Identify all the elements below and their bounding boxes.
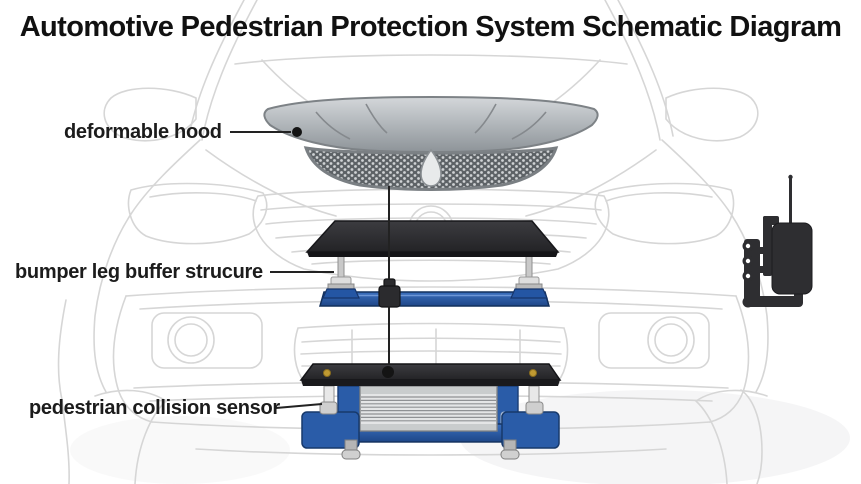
left-buffer-mount: [322, 276, 360, 299]
gold-screw-right: [529, 369, 537, 377]
ecu-control-unit: [742, 174, 813, 308]
left-strut: [319, 385, 338, 415]
bottom-bolts: [341, 439, 520, 460]
hood-panel: [263, 95, 599, 153]
brand-emblem: [420, 148, 442, 187]
label-pedestrian-collision-sensor: pedestrian collision sensor: [29, 397, 280, 419]
label-deformable-hood: deformable hood: [64, 121, 222, 143]
radiator-core: [359, 385, 498, 432]
sensor-leader-line: [275, 403, 323, 409]
left-foglamp-outline: [151, 312, 263, 369]
left-headlight-outline: [127, 182, 268, 245]
hood-pointer-dot: [292, 127, 302, 137]
bumper-opening-outline: [293, 322, 569, 385]
center-sensor-unit: [378, 278, 401, 308]
right-mirror-outline: [665, 87, 759, 142]
bumper-leg-buffer-assembly: [305, 220, 560, 308]
annotation-lines: [230, 127, 394, 409]
diagram-title: Automotive Pedestrian Protection System …: [19, 11, 842, 43]
buffer-plate: [305, 220, 560, 253]
pedestrian-sensor-assembly: [299, 363, 562, 460]
ecu-bottom-arm: [744, 296, 803, 307]
ecu-box: [771, 222, 813, 295]
sensor-plate: [299, 363, 562, 381]
right-foglamp-outline: [598, 312, 710, 369]
ecu-mount-plate: [744, 239, 760, 303]
left-mirror-outline: [103, 87, 197, 142]
gold-screw-left: [323, 369, 331, 377]
right-buffer-mount: [510, 276, 548, 299]
ecu-rail: [763, 216, 772, 276]
sensor-plate-pointer-dot: [382, 366, 394, 378]
ecu-antenna: [789, 177, 792, 225]
right-headlight-outline: [594, 182, 735, 245]
label-bumper-leg-buffer: bumper leg buffer strucure: [15, 261, 263, 283]
deformable-hood-part: [263, 95, 599, 191]
